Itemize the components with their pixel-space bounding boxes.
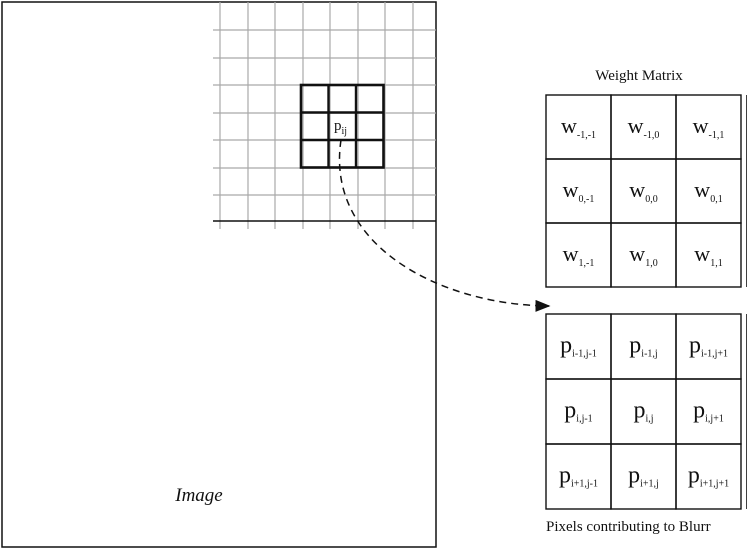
weight-cell-0-2: w-1,1 — [693, 113, 725, 141]
pixel-cell-1-2: pi,j+1 — [693, 398, 724, 425]
pixel-matrix-grid: pi-1,j-1 pi-1,j pi-1,j+1 pi,j-1 pi,j pi,j+1 pi… — [545, 313, 747, 510]
weight-cell-1-0: w0,-1 — [563, 177, 595, 205]
pixel-cell-border — [675, 378, 742, 445]
image-label: Image — [174, 485, 222, 506]
pixel-cell-1-1: pi,j — [633, 398, 653, 425]
pixel-cell-border — [675, 313, 742, 380]
pixel-cell-border — [610, 313, 677, 380]
weight-cell-1-2: w0,1 — [694, 177, 722, 205]
weight-cell-2-0: w1,-1 — [563, 241, 595, 269]
pixel-cell-2-1: pi+1,j — [628, 463, 659, 490]
weight-cell-1-1: w0,0 — [629, 177, 657, 205]
pixel-cell-0-1: pi-1,j — [629, 333, 657, 360]
pixel-cell-2-2: pi+1,j+1 — [688, 463, 729, 490]
pixel-cell-border — [610, 443, 677, 510]
connector-arrow — [338, 139, 551, 312]
center-pixel-label: pij — [334, 118, 347, 137]
weight-cell-0-0: w-1,-1 — [561, 113, 596, 141]
kernel-3x3-box — [299, 83, 385, 169]
image-frame — [1, 1, 437, 548]
pixel-matrix-caption: Pixels contributing to Blurr — [546, 519, 711, 535]
pixel-cell-1-0: pi,j-1 — [564, 398, 592, 425]
pixel-cell-2-0: pi+1,j-1 — [559, 463, 598, 490]
kernel-outline — [299, 83, 385, 169]
weight-matrix-grid: w-1,-1 w-1,0 w-1,1 w0,-1 w0,0 w0,1 w1,-1 w1,0 w1… — [545, 94, 747, 288]
pixel-cell-border — [545, 313, 612, 380]
weight-cell-border — [675, 222, 742, 288]
weight-cell-2-1: w1,0 — [629, 241, 657, 269]
weight-cell-0-1: w-1,0 — [628, 113, 660, 141]
weight-matrix-title: Weight Matrix — [595, 68, 683, 84]
pixel-cell-0-0: pi-1,j-1 — [560, 333, 597, 360]
weight-cell-border — [545, 94, 612, 160]
pixel-cell-border — [545, 443, 612, 510]
pixel-cell-border — [675, 443, 742, 510]
pixel-cell-0-2: pi-1,j+1 — [689, 333, 728, 360]
pixel-cell-border — [545, 378, 612, 445]
weight-cell-2-2: w1,1 — [694, 241, 722, 269]
image-pixel-grid — [213, 2, 436, 229]
